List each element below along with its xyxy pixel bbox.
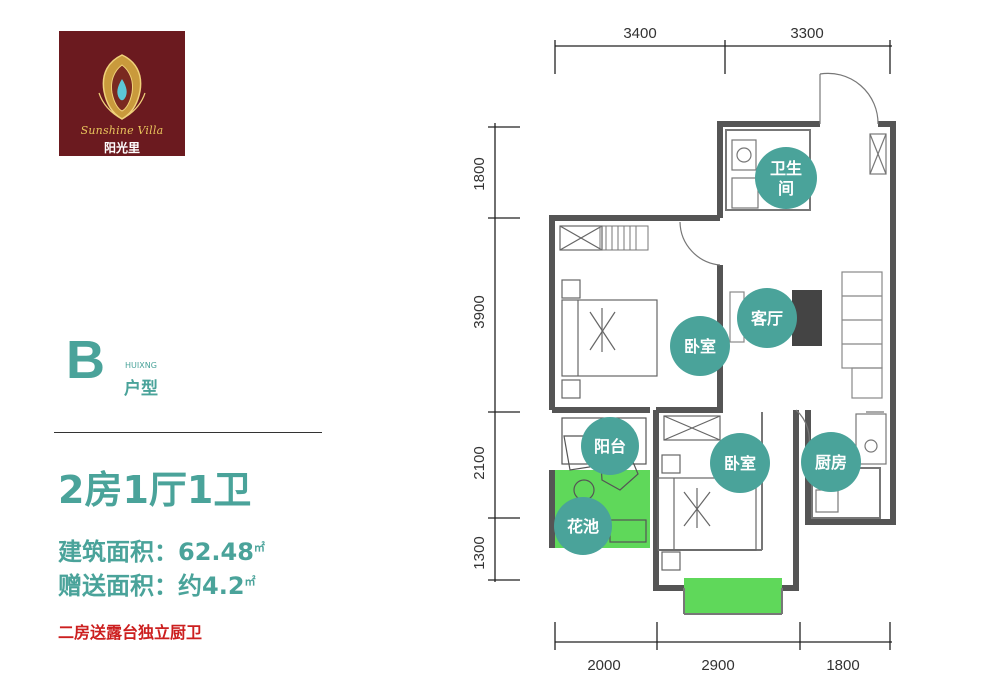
build-area: 建筑面积：62.48㎡	[58, 532, 265, 567]
unit-type-letter: B	[66, 330, 105, 390]
room-planter-label: 花池	[567, 517, 599, 536]
dim-left-4: 1300	[471, 536, 488, 569]
bonus-area-unit: ㎡	[244, 575, 256, 588]
room-bedroom-second-label: 卧室	[724, 454, 756, 473]
unit-layout-title: 2房1厅1卫	[58, 468, 252, 512]
build-area-label: 建筑面积：	[58, 538, 178, 566]
terrace-area	[684, 578, 782, 614]
dim-left-1: 1800	[471, 157, 488, 190]
room-bedroom-second: 卧室	[710, 433, 770, 493]
dim-bottom-3: 1800	[826, 657, 859, 674]
room-living-label: 客厅	[751, 309, 783, 328]
bathroom-fixtures-icon	[731, 133, 887, 209]
bed-main-icon	[559, 225, 658, 399]
brand-logo: Sunshine Villa 阳光里	[59, 31, 185, 156]
dim-bottom-1: 2000	[587, 657, 620, 674]
dim-top-1: 3400	[623, 25, 656, 42]
lotus-emblem-icon	[98, 54, 146, 120]
logo-text-cn: 阳光里	[103, 141, 140, 155]
dim-bottom-2: 2900	[701, 657, 734, 674]
room-bedroom-main: 卧室	[670, 316, 730, 376]
dimension-top	[554, 40, 892, 74]
wardrobe-icon	[599, 225, 649, 251]
unit-type-pinyin: HUIXNG	[125, 361, 157, 370]
room-balcony: 阳台	[581, 417, 639, 475]
logo-text-en: Sunshine Villa	[80, 124, 164, 137]
walls	[549, 121, 896, 591]
dim-left-3: 2100	[471, 446, 488, 479]
divider-line	[54, 432, 322, 433]
room-living: 客厅	[737, 288, 797, 348]
room-bathroom: 卫生 间	[755, 147, 817, 209]
build-area-value: 62.48	[178, 538, 254, 566]
room-bedroom-main-label: 卧室	[684, 337, 716, 356]
bed-second-icon	[657, 415, 757, 571]
bonus-area-value: 约4.2	[178, 572, 245, 600]
room-planter: 花池	[554, 497, 612, 555]
build-area-unit: ㎡	[253, 541, 265, 554]
unit-type-label: 户型	[124, 379, 158, 399]
room-kitchen-label: 厨房	[815, 453, 847, 472]
bonus-area-label: 赠送面积：	[58, 572, 178, 600]
dimension-left	[488, 123, 520, 582]
room-bathroom-label-2: 间	[778, 179, 794, 198]
dim-top-2: 3300	[790, 25, 823, 42]
room-balcony-label: 阳台	[594, 437, 626, 456]
dim-left-2: 3900	[471, 295, 488, 328]
promo-text: 二房送露台独立厨卫	[58, 623, 203, 642]
room-kitchen: 厨房	[801, 432, 861, 492]
room-bathroom-label-1: 卫生	[770, 159, 802, 178]
dimension-bottom	[554, 622, 892, 650]
bonus-area: 赠送面积：约4.2㎡	[58, 566, 256, 601]
